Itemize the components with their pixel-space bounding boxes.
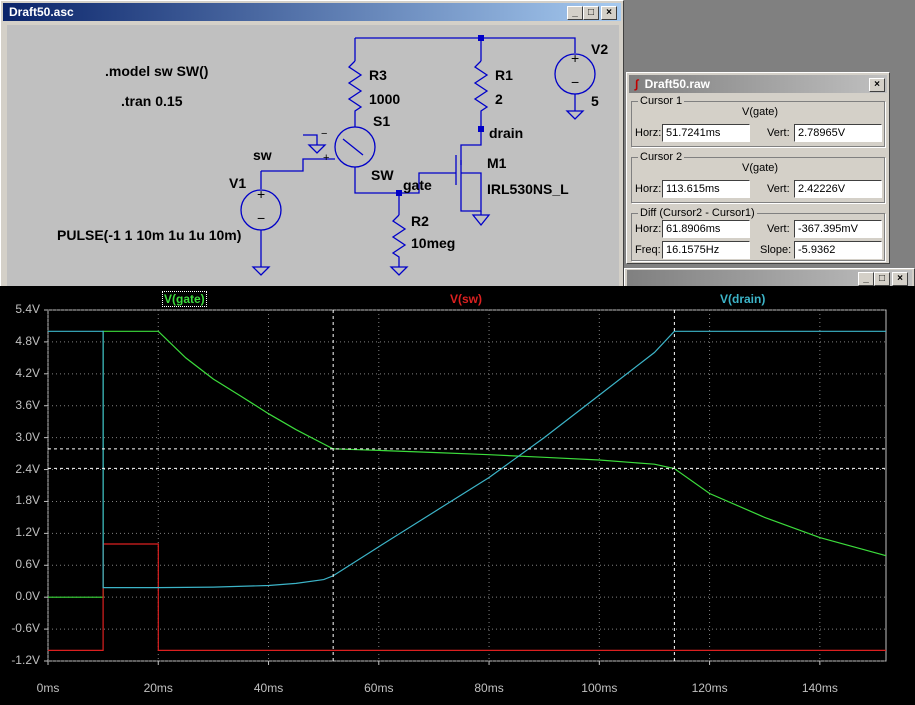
cursor1-group-label: Cursor 1 (638, 95, 685, 107)
v2-label[interactable]: V2 (591, 41, 609, 57)
x-tick-label: 80ms (474, 681, 504, 695)
plot-canvas[interactable] (0, 286, 915, 705)
y-tick-label: 1.8V (15, 493, 40, 508)
drain-net-label[interactable]: drain (489, 125, 524, 141)
y-tick-label: -1.2V (11, 653, 40, 667)
y-tick-label: -0.6V (11, 621, 40, 636)
cursor-window: ∫ Draft50.raw × Cursor 1 V(gate) Horz: 5… (626, 72, 890, 264)
x-tick-label: 0ms (36, 681, 60, 695)
y-tick-label: 1.2V (15, 525, 40, 540)
y-tick-label: 0.0V (15, 589, 40, 604)
x-tick-label: 20ms (143, 681, 173, 695)
cursor2-vert-field[interactable]: 2.42226V (794, 180, 882, 198)
y-tick-label: 5.4V (15, 302, 40, 316)
close-button[interactable]: × (892, 272, 908, 286)
r3-value[interactable]: 1000 (369, 91, 401, 107)
x-tick-label: 140ms (801, 681, 838, 695)
series-line-vgate (48, 330, 887, 598)
m1-part[interactable]: IRL530NS_L (487, 181, 569, 197)
diff-group: Diff (Cursor2 - Cursor1) Horz: 61.8906ms… (631, 207, 885, 261)
plot-title-bar[interactable] (627, 270, 912, 288)
diff-group-label: Diff (Cursor2 - Cursor1) (638, 207, 757, 219)
svg-text:+: + (257, 186, 265, 202)
y-tick-label: 3.0V (15, 429, 40, 444)
schematic-canvas[interactable]: + − + − − + .model sw SW() .tran 0.15 R3… (7, 25, 619, 287)
r1-value[interactable]: 2 (495, 91, 503, 107)
cursor1-vert-field[interactable]: 2.78965V (794, 124, 882, 142)
close-button[interactable]: × (601, 6, 617, 20)
x-tick-label: 120ms (691, 681, 728, 695)
cursor2-vert-label: Vert: (767, 183, 790, 195)
v1-pulse[interactable]: PULSE(-1 1 10m 1u 1u 10m) (57, 227, 242, 243)
schematic-window: Draft50.asc _ □ × (0, 0, 624, 290)
waveform-icon: ∫ (635, 77, 639, 91)
diff-vert-field[interactable]: -367.395mV (794, 220, 882, 238)
cursor1-vert-label: Vert: (767, 127, 790, 139)
minimize-button[interactable]: _ (858, 272, 874, 286)
close-button[interactable]: × (869, 78, 885, 92)
series-line-vdrain (48, 330, 886, 589)
waveform-plot[interactable]: V(gate) V(sw) V(drain) 5.4V 4.8V 4.2V 3.6V 3… (0, 286, 915, 705)
cursor1-group: Cursor 1 V(gate) Horz: 51.7241ms Vert: 2… (631, 95, 885, 147)
sw-model-label[interactable]: SW (371, 167, 394, 183)
v1-label[interactable]: V1 (229, 175, 247, 191)
diff-vert-label: Vert: (767, 223, 790, 235)
tran-directive[interactable]: .tran 0.15 (121, 93, 183, 109)
schematic-title: Draft50.asc (9, 5, 74, 19)
diff-horz-field[interactable]: 61.8906ms (662, 220, 750, 238)
y-tick-label: 4.8V (15, 333, 40, 348)
r3-label[interactable]: R3 (369, 67, 387, 83)
cursor1-horz-label: Horz: (635, 127, 662, 139)
v2-value[interactable]: 5 (591, 93, 599, 109)
svg-text:−: − (321, 128, 327, 140)
x-tick-label: 100ms (581, 681, 618, 695)
svg-text:−: − (257, 210, 265, 226)
svg-text:−: − (571, 74, 579, 90)
r2-label[interactable]: R2 (411, 213, 429, 229)
legend-gate[interactable]: V(gate) (162, 291, 207, 307)
sw-net-label[interactable]: sw (253, 147, 272, 163)
cursor2-horz-field[interactable]: 113.615ms (662, 180, 750, 198)
cursor2-group: Cursor 2 V(gate) Horz: 113.615ms Vert: 2… (631, 151, 885, 203)
cursor-title-bar[interactable]: ∫ Draft50.raw × (629, 75, 887, 93)
diff-freq-field[interactable]: 16.1575Hz (662, 241, 750, 259)
cursor2-trace: V(gate) (742, 162, 779, 174)
y-tick-label: 3.6V (15, 397, 40, 412)
maximize-button[interactable]: □ (874, 272, 890, 286)
schematic-wires: + − + − − + (240, 35, 596, 276)
minimize-button[interactable]: _ (567, 6, 583, 20)
x-tick-label: 40ms (253, 681, 284, 695)
diff-horz-label: Horz: (635, 223, 662, 235)
diff-freq-label: Freq: (635, 244, 661, 256)
gate-net-label[interactable]: gate (403, 177, 432, 193)
svg-text:+: + (571, 50, 579, 66)
plot-frame (47, 309, 887, 662)
diff-slope-label: Slope: (760, 244, 792, 256)
model-directive[interactable]: .model sw SW() (105, 63, 209, 79)
svg-text:+: + (323, 152, 329, 164)
legend-drain[interactable]: V(drain) (720, 292, 766, 306)
y-tick-label: 2.4V (15, 461, 40, 476)
x-tick-label: 60ms (364, 681, 394, 695)
cursor2-group-label: Cursor 2 (638, 151, 685, 163)
s1-label[interactable]: S1 (373, 113, 391, 129)
cursor1-horz-field[interactable]: 51.7241ms (662, 124, 750, 142)
r1-label[interactable]: R1 (495, 67, 513, 83)
r2-value[interactable]: 10meg (411, 235, 456, 251)
series-line-vsw (48, 543, 886, 651)
cursor1-trace: V(gate) (742, 106, 779, 118)
m1-label[interactable]: M1 (487, 155, 507, 171)
maximize-button[interactable]: □ (583, 6, 599, 20)
cursor2-horz-label: Horz: (635, 183, 662, 195)
schematic-title-bar[interactable]: Draft50.asc _ □ × (3, 3, 621, 21)
legend-sw[interactable]: V(sw) (450, 292, 483, 306)
y-tick-label: 4.2V (15, 365, 40, 380)
diff-slope-field[interactable]: -5.9362 (794, 241, 882, 259)
y-tick-label: 0.6V (15, 557, 40, 572)
raw-title: Draft50.raw (644, 77, 711, 91)
